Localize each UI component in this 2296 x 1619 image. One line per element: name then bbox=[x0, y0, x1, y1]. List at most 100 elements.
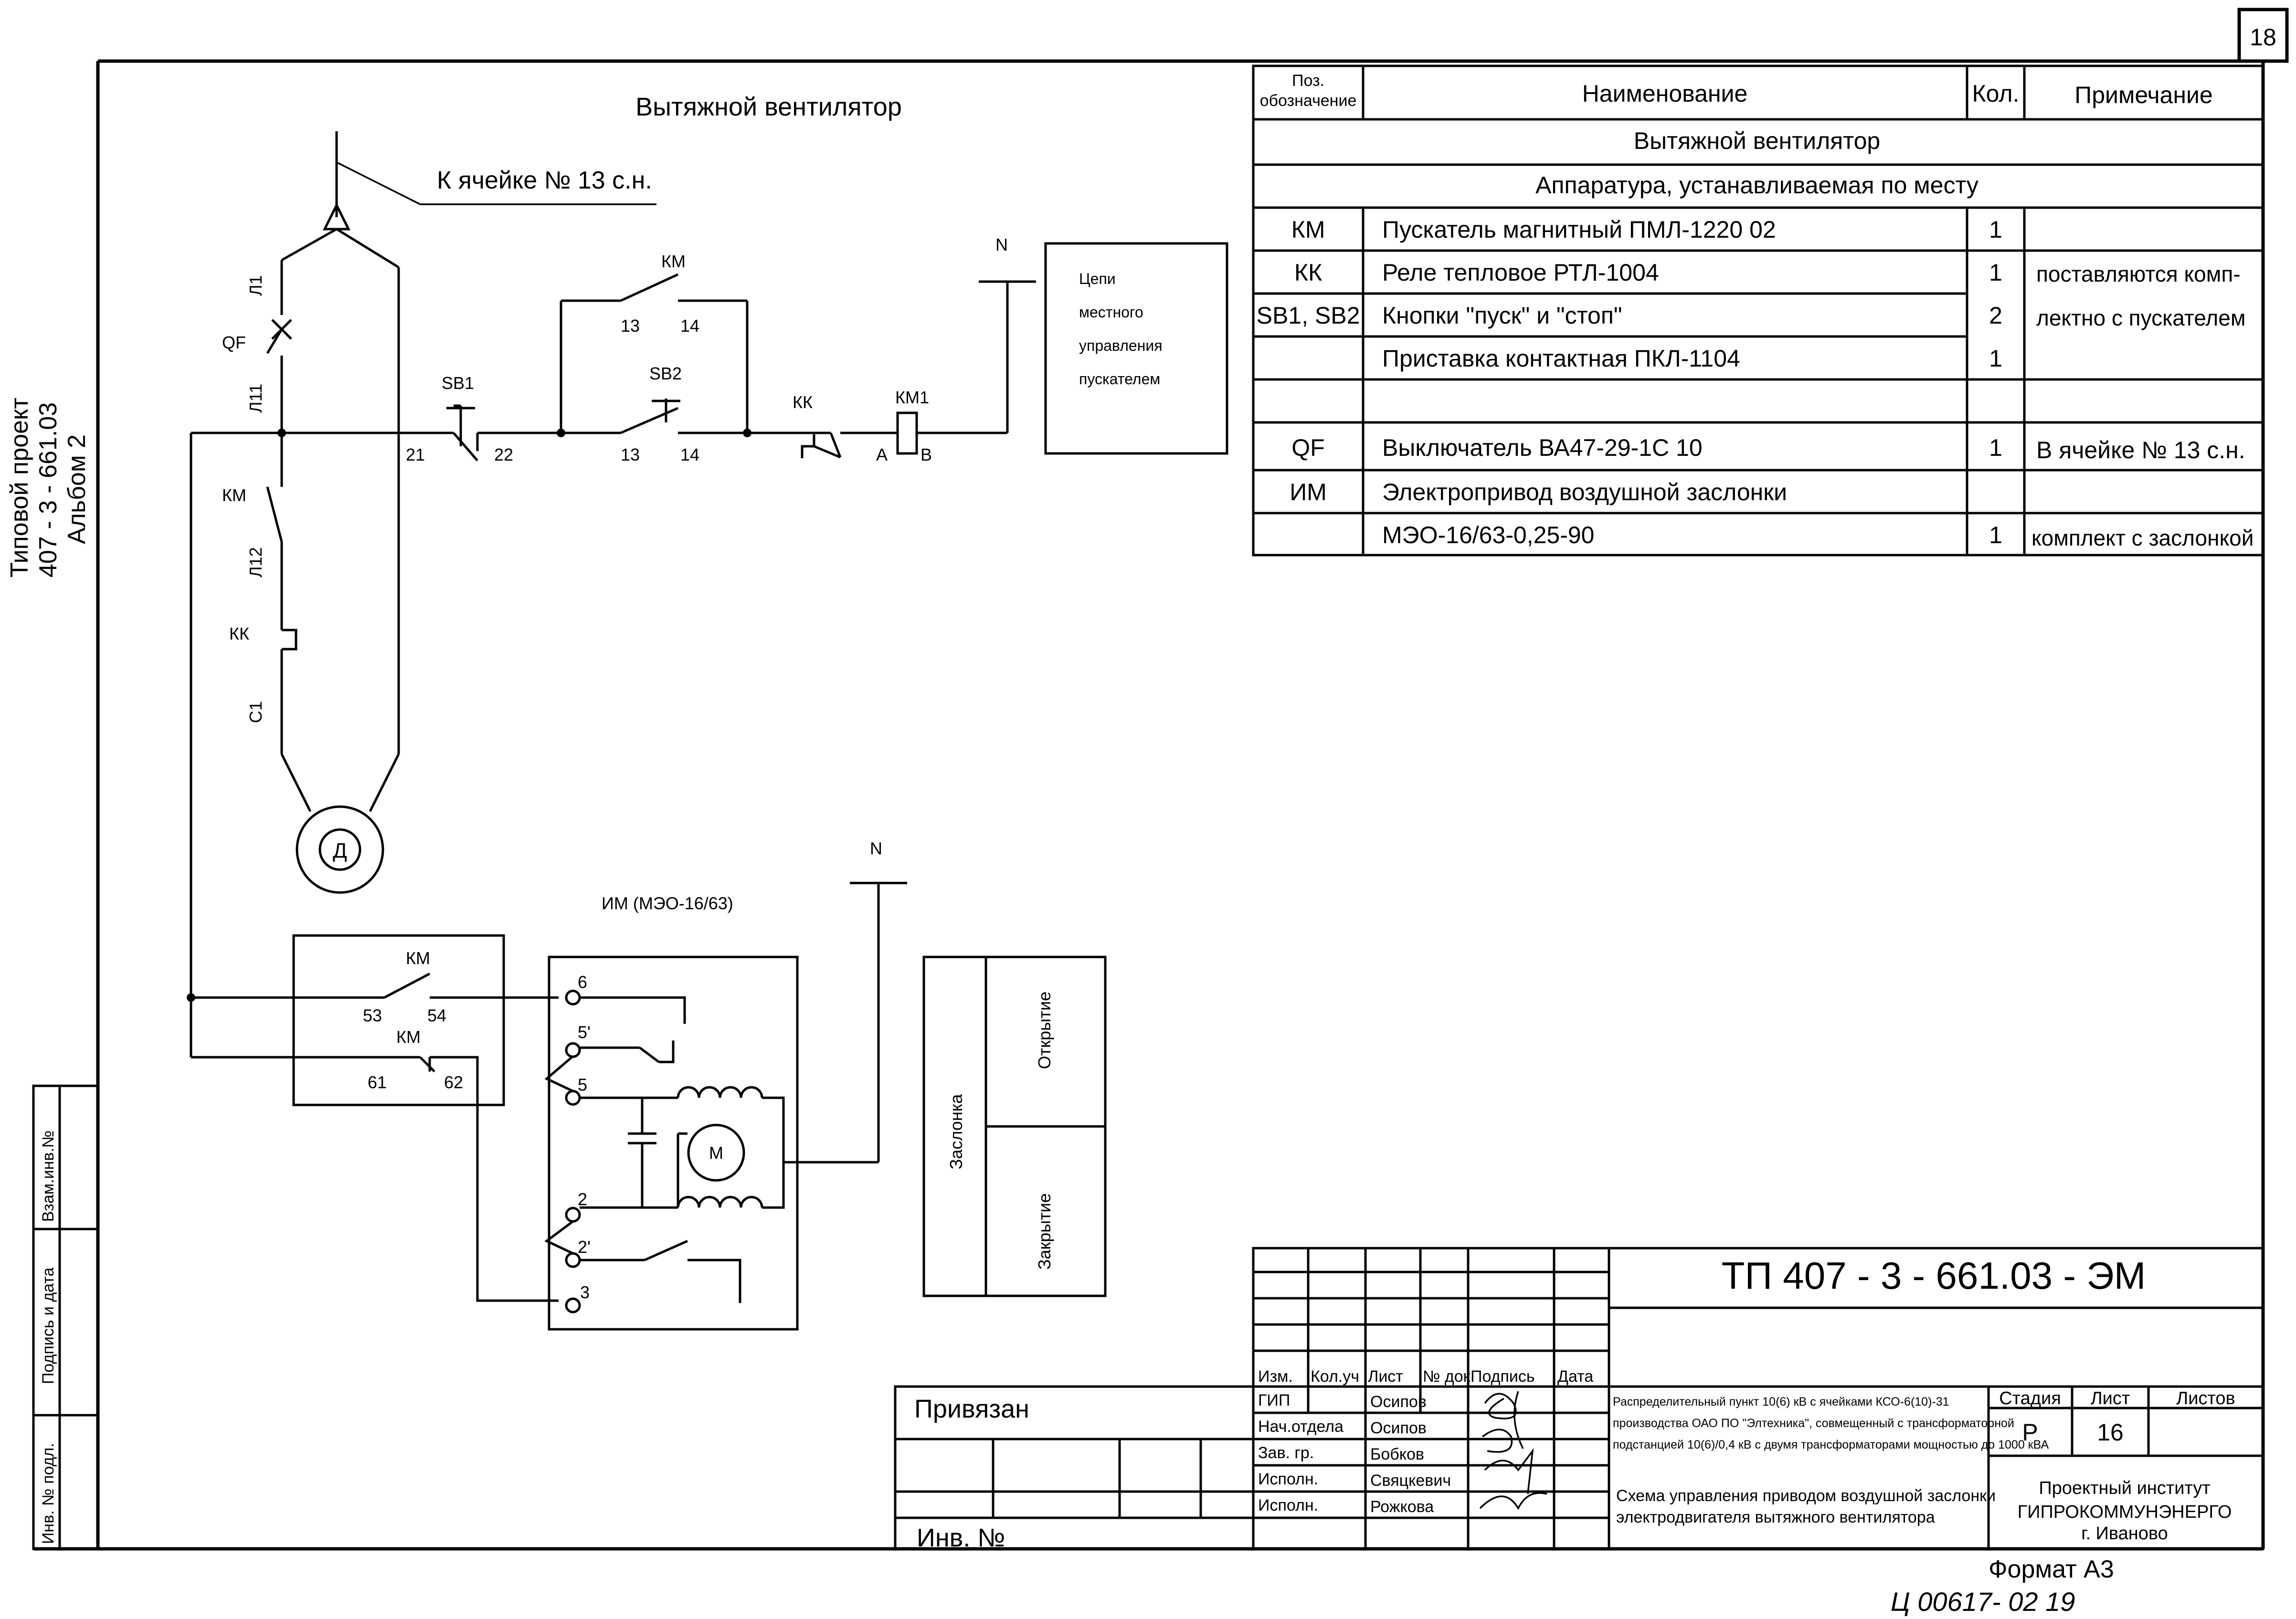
handwritten-signatures bbox=[1479, 1391, 1547, 1510]
feeder-label: К ячейке № 13 с.н. bbox=[437, 167, 652, 194]
svg-text:Рожкова: Рожкова bbox=[1370, 1498, 1434, 1516]
left-branch-labels: Л1 QF Л11 КМ Л12 КК С1 bbox=[222, 275, 265, 723]
control-circuit bbox=[190, 242, 1228, 1057]
svg-text:№ док: № док bbox=[1423, 1367, 1471, 1386]
table-row: SB1, SB2 Кнопки "пуск" и "стоп" 2 лектно… bbox=[1257, 302, 2246, 330]
svg-text:В: В bbox=[921, 445, 932, 464]
svg-text:КК: КК bbox=[793, 392, 813, 412]
svg-text:Типовой проект: Типовой проект bbox=[6, 398, 33, 578]
svg-text:КК: КК bbox=[229, 624, 249, 643]
svg-text:2': 2' bbox=[578, 1237, 591, 1257]
svg-text:QF: QF bbox=[1291, 434, 1324, 461]
table-row: QF Выключатель ВА47-29-1С 10 1 В ячейке … bbox=[1291, 434, 2245, 463]
local-control-label: Цепи местного управления пускателем bbox=[1079, 270, 1163, 388]
svg-text:Нач.отдела: Нач.отдела bbox=[1258, 1418, 1344, 1436]
table-row: Приставка контактная ПКЛ-1104 1 bbox=[1382, 345, 2002, 372]
svg-text:1: 1 bbox=[1989, 216, 2002, 243]
svg-text:пускателем: пускателем bbox=[1079, 370, 1160, 388]
side-stamp: Взам.инв.№ Подпись и дата Инв. № подл. bbox=[32, 1084, 99, 1550]
svg-text:Альбом 2: Альбом 2 bbox=[63, 434, 91, 544]
svg-text:Схема управления приводом возд: Схема управления приводом воздушной засл… bbox=[1616, 1487, 1996, 1505]
svg-text:Л12: Л12 bbox=[246, 547, 265, 578]
svg-text:управления: управления bbox=[1079, 337, 1163, 354]
svg-text:ГИПРОКОММУНЭНЕРГО: ГИПРОКОММУНЭНЕРГО bbox=[2018, 1502, 2232, 1522]
svg-text:Лист: Лист bbox=[1368, 1367, 1403, 1386]
svg-text:QF: QF bbox=[222, 333, 246, 352]
svg-text:С1: С1 bbox=[246, 701, 265, 723]
svg-text:Изм.: Изм. bbox=[1258, 1367, 1293, 1386]
svg-text:Исполн.: Исполн. bbox=[1258, 1470, 1318, 1488]
sheet-number: 18 bbox=[2250, 24, 2276, 51]
svg-text:Аппаратура, устанавливаемая по: Аппаратура, устанавливаемая по месту bbox=[1535, 172, 1979, 199]
title-block-header: Изм. Кол.уч Лист № док Подпись Дата bbox=[1258, 1367, 1593, 1386]
svg-text:Осипов: Осипов bbox=[1370, 1393, 1427, 1411]
svg-text:22: 22 bbox=[494, 445, 513, 464]
svg-text:Лист: Лист bbox=[2091, 1388, 2130, 1409]
motor-label: Д bbox=[333, 839, 347, 862]
stamp-signature-date: Подпись и дата bbox=[39, 1267, 57, 1384]
svg-text:Открытие: Открытие bbox=[1035, 991, 1054, 1069]
svg-text:КМ: КМ bbox=[406, 948, 430, 968]
table-row: КМ Пускатель магнитный ПМЛ-1220 02 1 bbox=[1291, 216, 2002, 243]
svg-text:КМ1: КМ1 bbox=[895, 388, 929, 407]
actuator-labels: ИМ (МЭО-16/63) КМ 53 54 КМ 61 62 6 5' 5 … bbox=[363, 839, 1054, 1302]
svg-text:поставляются комп-: поставляются комп- bbox=[2036, 262, 2241, 286]
svg-text:электродвигателя вытяжного вен: электродвигателя вытяжного вентилятора bbox=[1616, 1508, 1935, 1526]
svg-text:Дата: Дата bbox=[1557, 1367, 1593, 1386]
table-row: КК Реле тепловое РТЛ-1004 1 поставляются… bbox=[1294, 259, 2241, 286]
svg-text:М: М bbox=[709, 1143, 723, 1163]
svg-text:6: 6 bbox=[578, 972, 587, 992]
sheet-frame bbox=[33, 8, 2289, 1551]
svg-text:подстанцией 10(6)/0,4 кВ с дву: подстанцией 10(6)/0,4 кВ с двумя трансфо… bbox=[1613, 1438, 2049, 1451]
svg-text:Подпись: Подпись bbox=[1471, 1367, 1535, 1386]
svg-text:А: А bbox=[876, 445, 888, 464]
svg-text:ГИП: ГИП bbox=[1258, 1391, 1290, 1409]
project-description: Распределительный пункт 10(6) кВ с ячейк… bbox=[1613, 1395, 2049, 1526]
svg-text:21: 21 bbox=[406, 445, 425, 464]
stamp-inv-original: Инв. № подл. bbox=[39, 1443, 57, 1544]
svg-text:N: N bbox=[995, 235, 1008, 254]
svg-text:SB2: SB2 bbox=[649, 364, 682, 383]
svg-text:1: 1 bbox=[1989, 522, 2002, 548]
bound-label: Привязан bbox=[914, 1395, 1029, 1423]
svg-text:КМ: КМ bbox=[222, 485, 246, 505]
svg-text:Листов: Листов bbox=[2176, 1388, 2235, 1409]
stamp-replace-inv: Взам.инв.№ bbox=[39, 1130, 57, 1222]
svg-text:Стадия: Стадия bbox=[1999, 1388, 2061, 1409]
svg-text:Распределительный пункт 10(6): Распределительный пункт 10(6) кВ с ячейк… bbox=[1613, 1395, 1949, 1409]
svg-text:Заслонка: Заслонка bbox=[946, 1093, 966, 1169]
svg-text:Наименование: Наименование bbox=[1582, 80, 1748, 107]
svg-text:53: 53 bbox=[363, 1006, 382, 1025]
svg-text:Р: Р bbox=[2022, 1419, 2038, 1446]
svg-text:5': 5' bbox=[578, 1022, 591, 1042]
svg-text:г. Иваново: г. Иваново bbox=[2081, 1524, 2168, 1544]
stage-sheet-cells: Стадия Лист Листов Р 16 bbox=[1999, 1388, 2235, 1446]
svg-text:КМ: КМ bbox=[396, 1027, 421, 1047]
svg-text:КК: КК bbox=[1294, 259, 1322, 286]
side-project-label: Типовой проект 407 - 3 - 661.03 Альбом 2 bbox=[6, 398, 91, 578]
svg-text:В ячейке № 13 с.н.: В ячейке № 13 с.н. bbox=[2036, 437, 2245, 463]
svg-text:N: N bbox=[870, 839, 882, 858]
svg-text:Исполн.: Исполн. bbox=[1258, 1496, 1318, 1514]
power-branch-left bbox=[266, 260, 400, 894]
svg-text:2: 2 bbox=[1989, 302, 2002, 329]
svg-text:Поз.: Поз. bbox=[1292, 72, 1324, 90]
svg-text:Вытяжной вентилятор: Вытяжной вентилятор bbox=[1634, 127, 1880, 154]
svg-text:Бобков: Бобков bbox=[1370, 1445, 1424, 1463]
svg-text:Осипов: Осипов bbox=[1370, 1419, 1427, 1437]
handwritten-archive-number: Ц 00617- 02 19 bbox=[1891, 1587, 2075, 1617]
svg-text:комплект с заслонкой: комплект с заслонкой bbox=[2031, 526, 2254, 550]
svg-text:Реле тепловое РТЛ-1004: Реле тепловое РТЛ-1004 bbox=[1382, 259, 1659, 286]
svg-text:МЭО-16/63-0,25-90: МЭО-16/63-0,25-90 bbox=[1382, 522, 1594, 548]
svg-text:Проектный институт: Проектный институт bbox=[2039, 1478, 2210, 1498]
svg-text:КМ: КМ bbox=[1291, 216, 1325, 243]
svg-text:1: 1 bbox=[1989, 434, 2002, 461]
svg-text:Примечание: Примечание bbox=[2074, 82, 2212, 108]
svg-text:местного: местного bbox=[1079, 304, 1143, 321]
svg-text:SB1, SB2: SB1, SB2 bbox=[1257, 302, 1360, 329]
title-block-roles: ГИП Осипов Нач.отдела Осипов Зав. гр. Бо… bbox=[1258, 1391, 1451, 1516]
svg-text:Кнопки "пуск" и "стоп": Кнопки "пуск" и "стоп" bbox=[1382, 302, 1622, 329]
spec-table-header: Поз. обозначение Наименование Кол. Приме… bbox=[1260, 72, 2213, 199]
title-block-grid bbox=[894, 1247, 2264, 1550]
svg-text:Выключатель ВА47-29-1С 10: Выключатель ВА47-29-1С 10 bbox=[1382, 434, 1703, 461]
